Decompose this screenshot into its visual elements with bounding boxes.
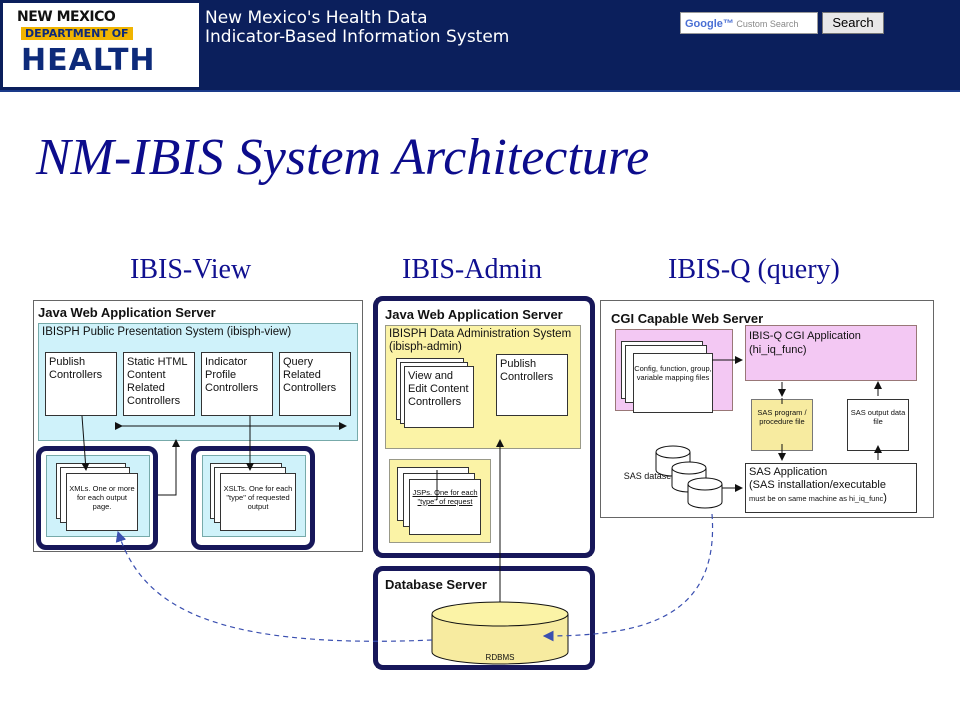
- sas-output-label: SAS output data file: [850, 408, 906, 426]
- indicator-profile-controllers-box: Indicator Profile Controllers: [201, 352, 273, 416]
- xslt-sheet-front: XSLTs. One for each "type" of requested …: [220, 473, 296, 531]
- sas-datasets-label: SAS datasets: [623, 471, 679, 481]
- search-button[interactable]: Search: [822, 12, 884, 34]
- xslts-label: XSLTs. One for each "type" of requested …: [223, 484, 293, 511]
- cgi-func-label: (hi_iq_func): [749, 344, 807, 356]
- xmls-label: XMLs. One or more for each output page.: [69, 484, 135, 511]
- sas-app-label: SAS Application: [749, 466, 828, 478]
- publish-controllers-box: Publish Controllers: [45, 352, 117, 416]
- jsps-label: JSPs. One for each "type" of request: [412, 488, 478, 506]
- logo-line3: HEALTH: [21, 43, 156, 78]
- site-title-line2: Indicator-Based Information System: [205, 27, 510, 47]
- view-system-box: IBISPH Public Presentation System (ibisp…: [38, 323, 358, 441]
- search-brand: Google™: [685, 18, 734, 30]
- xmls-highlight: [36, 446, 158, 550]
- query-related-controllers-box: Query Related Controllers: [279, 352, 351, 416]
- admin-highlight: [373, 296, 595, 558]
- view-server-title: Java Web Application Server: [38, 305, 216, 320]
- admin-publish-controllers-box: Publish Controllers: [496, 354, 568, 416]
- admin-server-title: Java Web Application Server: [385, 307, 563, 322]
- config-sheet-front: Config, function, group, variable mappin…: [633, 353, 713, 413]
- sas-program-label: SAS program / procedure file: [757, 408, 807, 426]
- sas-app-box: SAS Application (SAS installation/execut…: [745, 463, 917, 513]
- site-title[interactable]: New Mexico's Health Data Indicator-Based…: [205, 9, 509, 47]
- admin-system-title: IBISPH Data Administration System (ibisp…: [389, 328, 572, 353]
- admin-server-panel: Java Web Application Server IBISPH Data …: [376, 298, 592, 556]
- logo-line1: NEW MEXICO: [17, 9, 116, 25]
- column-heading-admin: IBIS-Admin: [402, 254, 542, 285]
- query-server-panel: CGI Capable Web Server Config, function,…: [600, 300, 934, 518]
- cgi-app-box: IBIS-Q CGI Application (hi_iq_func): [745, 325, 917, 381]
- sas-note-label: must be on same machine as hi_iq_func: [749, 494, 884, 503]
- view-system-title: IBISPH Public Presentation System (ibisp…: [42, 326, 292, 338]
- nmdoh-logo[interactable]: NEW MEXICO DEPARTMENT OF HEALTH: [3, 3, 199, 87]
- xslts-highlight: [191, 446, 315, 550]
- config-label: Config, function, group, variable mappin…: [634, 364, 712, 382]
- jsp-sheet-front: JSPs. One for each "type" of request: [409, 479, 481, 535]
- search-input[interactable]: Google™ Custom Search: [680, 12, 818, 34]
- column-heading-view: IBIS-View: [130, 254, 252, 285]
- sas-output-file: SAS output data file: [847, 399, 909, 451]
- db-highlight: [373, 566, 595, 670]
- site-title-line1: New Mexico's Health Data: [205, 8, 428, 28]
- page-title: NM-IBIS System Architecture: [36, 129, 650, 186]
- logo-line2: DEPARTMENT OF: [21, 27, 133, 40]
- static-html-controllers-box: Static HTML Content Related Controllers: [123, 352, 195, 416]
- sas-install-label: (SAS installation/executable: [749, 479, 886, 491]
- search-placeholder: Custom Search: [736, 19, 799, 29]
- view-server-panel: Java Web Application Server IBISPH Publi…: [33, 300, 363, 552]
- sas-close-paren: ): [883, 492, 887, 504]
- query-server-title: CGI Capable Web Server: [611, 311, 764, 326]
- sas-program-file: SAS program / procedure file: [751, 399, 813, 451]
- cgi-app-label: IBIS-Q CGI Application: [749, 330, 861, 342]
- xml-sheet-front: XMLs. One or more for each output page.: [66, 473, 138, 531]
- view-edit-controllers-box: View and Edit Content Controllers: [404, 366, 474, 428]
- admin-system-box: IBISPH Data Administration System (ibisp…: [385, 325, 581, 449]
- column-heading-query: IBIS-Q (query): [668, 254, 840, 285]
- header-banner: NEW MEXICO DEPARTMENT OF HEALTH New Mexi…: [0, 0, 960, 92]
